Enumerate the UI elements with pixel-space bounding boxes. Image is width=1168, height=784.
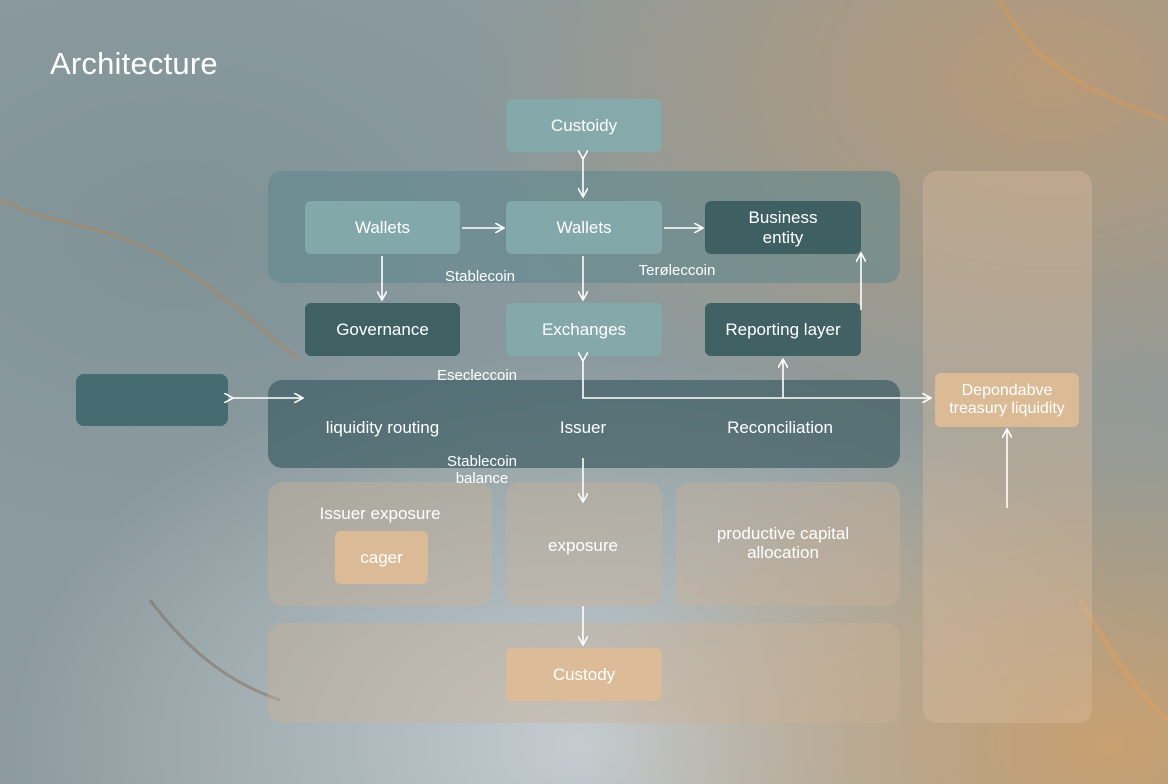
esecleccoin-label: Esecleccoin (436, 367, 518, 384)
wallets-left-node[interactable]: Wallets (305, 201, 460, 254)
custody-bottom-node[interactable]: Custody (506, 648, 662, 701)
wallets-mid-node[interactable]: Wallets (506, 201, 662, 254)
stablecoin-top-label: Stablecoin (444, 268, 516, 285)
governance-node[interactable]: Governance (305, 303, 460, 356)
issuer-exposure-label: Issuer exposure (319, 504, 441, 523)
issuer-label: Issuer (559, 418, 607, 437)
custody-top-node[interactable]: Custoidy (506, 99, 662, 152)
teroleccoin-label: Terøleccoin (638, 262, 716, 279)
page-title: Architecture (50, 46, 218, 81)
reconciliation-label: Reconciliation (727, 418, 833, 437)
exchanges-node[interactable]: Exchanges (506, 303, 662, 356)
reporting-layer-node[interactable]: Reporting layer (705, 303, 861, 356)
business-entity-node[interactable]: Business entity (705, 201, 861, 254)
liquidity-routing-label: liquidity routing (325, 418, 440, 437)
right-column-panel (923, 171, 1092, 723)
dependable-treasury-liquidity-node[interactable]: Depondabve treasury liquidity (935, 373, 1079, 427)
stablecoin-balance-label: Stablecoin balance (446, 453, 518, 487)
exposure-label: exposure (548, 536, 618, 555)
side-node[interactable] (76, 374, 228, 426)
cager-node[interactable]: cager (335, 531, 428, 584)
productive-capital-panel (676, 482, 900, 606)
productive-capital-allocation-label: productive capital allocation (716, 524, 850, 562)
